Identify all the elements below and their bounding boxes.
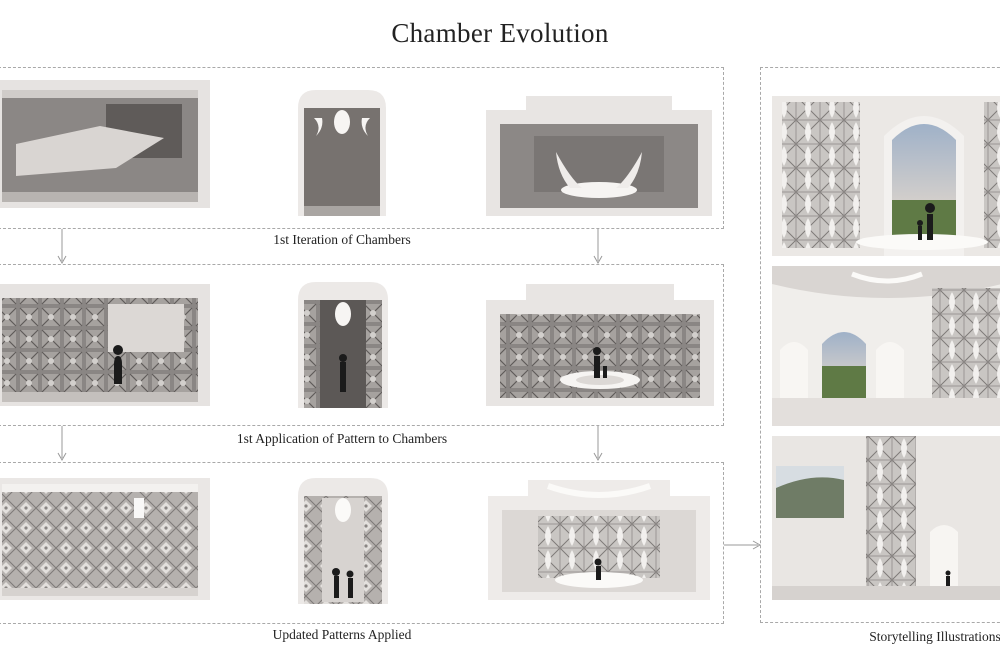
- row1-arched-chamber: [296, 88, 388, 216]
- row2-long-chamber-patterned: [0, 284, 210, 406]
- storytelling-frame: [760, 67, 1000, 623]
- row-2-caption: 1st Application of Pattern to Chambers: [236, 431, 448, 446]
- row3-long-chamber-updated: [0, 478, 210, 600]
- storytelling-illustration-3: [772, 436, 1000, 600]
- arrow-down-right-1: [593, 229, 603, 265]
- row2-arched-chamber-patterned: [296, 280, 390, 408]
- arrow-right-to-storytelling: [724, 540, 762, 550]
- arrow-down-left-1: [57, 229, 67, 265]
- arrow-down-left-2: [57, 426, 67, 462]
- arrow-down-right-2: [593, 426, 603, 462]
- storytelling-illustration-1: [772, 96, 1000, 256]
- row-3-frame: [0, 462, 724, 624]
- row-3-caption: Updated Patterns Applied: [272, 627, 412, 642]
- row3-wide-chamber-updated: [488, 476, 710, 600]
- storytelling-illustration-2: [772, 266, 1000, 426]
- row-1-caption: 1st Iteration of Chambers: [273, 232, 411, 247]
- page-title: Chamber Evolution: [391, 18, 609, 48]
- row1-wide-chamber: [486, 92, 712, 216]
- row-2-frame: [0, 264, 724, 426]
- row3-arched-chamber-updated: [296, 476, 390, 604]
- row1-long-chamber: [0, 80, 210, 208]
- row2-wide-chamber-patterned: [486, 280, 714, 406]
- row-1-frame: [0, 67, 724, 229]
- storytelling-caption: Storytelling Illustrations: [869, 629, 1000, 644]
